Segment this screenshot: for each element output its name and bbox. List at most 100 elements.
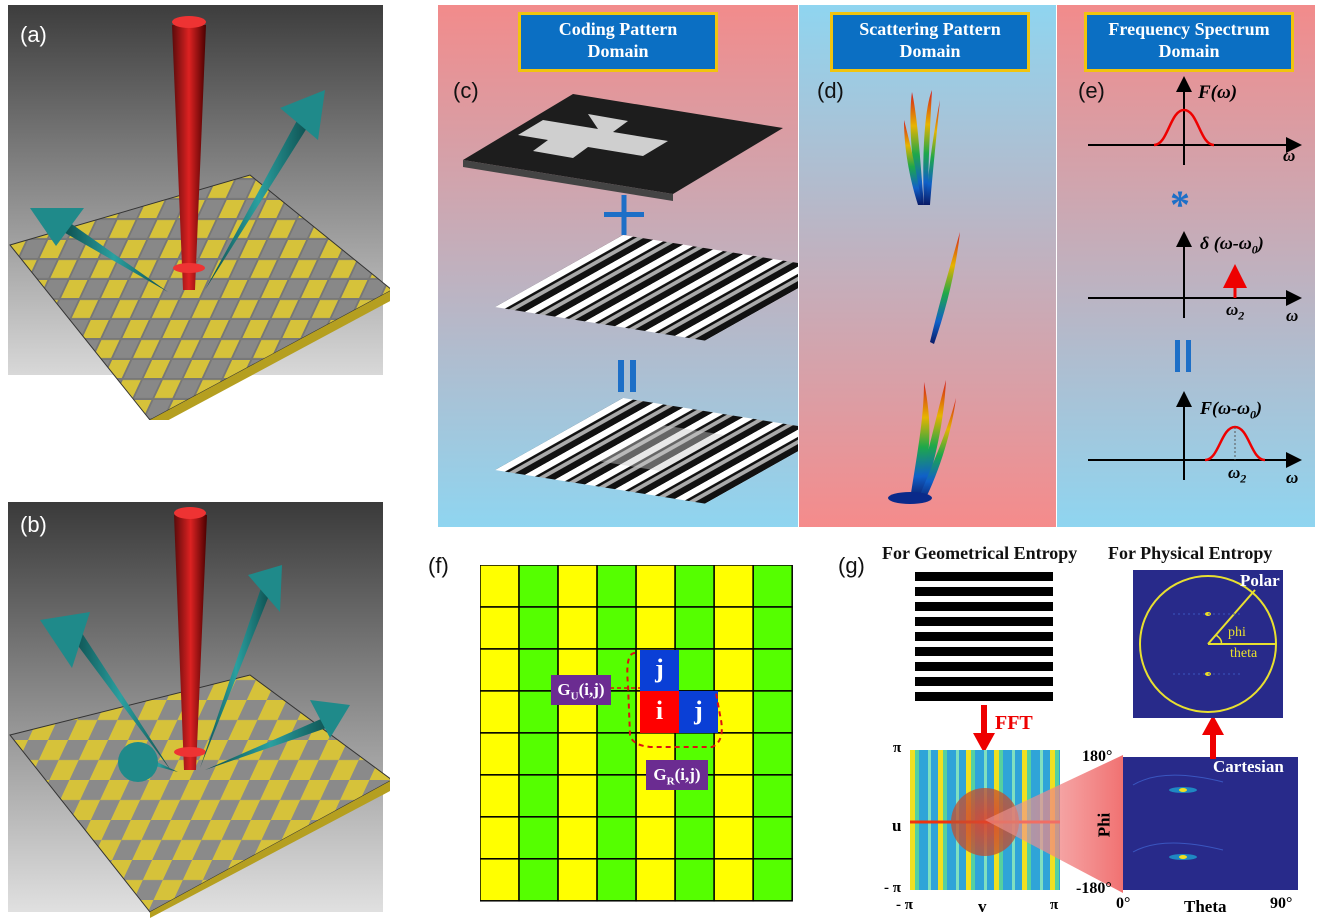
equals-bar-1 — [1175, 340, 1180, 372]
u-axis-label: u — [892, 816, 902, 835]
theta-axis-label: Theta — [1184, 897, 1227, 916]
beam-upper-left — [70, 630, 172, 772]
equals-bar-2 — [1186, 340, 1191, 372]
grid-cell — [518, 690, 559, 734]
beam-top — [172, 16, 206, 28]
grid-cell — [596, 858, 637, 902]
grid-cell — [674, 606, 715, 650]
phi-axis-bottom: -180° — [1076, 880, 1112, 897]
polar-label: Polar — [1240, 571, 1280, 590]
cell-i-label: i — [655, 696, 664, 725]
grid-cell — [713, 648, 754, 692]
arrow-head-lower-left — [118, 742, 158, 782]
grid-cell — [635, 606, 676, 650]
grid-cell — [518, 858, 559, 902]
reflected-beam-left — [60, 220, 168, 292]
stripe-bar — [915, 602, 1053, 611]
panel-b-metasurface-beam — [8, 502, 390, 918]
panel-label-g: (g) — [838, 553, 865, 578]
plot1-gaussian — [1153, 108, 1215, 147]
grid-cell — [752, 774, 793, 818]
u-top-pi: π — [893, 740, 902, 756]
stripe-coding-pattern — [915, 572, 1053, 701]
delta-label: δ (ω-ω0) — [1200, 233, 1264, 257]
equals-bar-1 — [618, 360, 624, 392]
phi-axis-label: Phi — [1094, 812, 1114, 838]
arrow-head-left — [30, 208, 84, 246]
stripe-bar — [915, 677, 1053, 686]
phi-axis-top: 180° — [1082, 748, 1113, 765]
grid-cell — [752, 816, 793, 860]
u-bottom-neg-pi: - π — [884, 880, 901, 896]
convolution-operator: * — [1170, 182, 1190, 227]
cell-j-right-label: j — [694, 696, 703, 725]
omega2-label-1: ω2 — [1226, 300, 1245, 323]
stripe-bar — [915, 647, 1053, 656]
arrow-head-right — [280, 90, 325, 140]
scattering-beam-3 — [888, 380, 956, 504]
reflected-beam-right — [205, 115, 312, 290]
stripe-bar — [915, 632, 1053, 641]
geometrical-entropy-title: For Geometrical Entropy — [882, 543, 1078, 563]
beam-base — [173, 263, 205, 273]
coding-grid — [480, 565, 793, 902]
cell-j-top-label: j — [655, 654, 664, 683]
scattering-patterns — [888, 90, 960, 504]
grid-cell — [752, 648, 793, 692]
spectrum-highlight-circle — [951, 788, 1019, 856]
f-shift-label: F(ω-ω0) — [1200, 398, 1263, 422]
omega-label-1: ω — [1283, 146, 1296, 165]
grid-cell — [518, 816, 559, 860]
panel-label-b: (b) — [20, 512, 47, 537]
grid-cell — [635, 816, 676, 860]
arrow-head-upper-right — [248, 565, 282, 612]
f-omega-label: F(ω) — [1198, 82, 1238, 103]
grid-cell — [635, 565, 676, 608]
cell-j-top — [640, 650, 679, 691]
v-left-neg-pi: - π — [896, 897, 913, 913]
cell-i — [640, 691, 679, 733]
omega-label-2: ω — [1286, 306, 1299, 325]
fft-arrow — [973, 705, 995, 753]
grid-cell — [635, 858, 676, 902]
stripe-bar — [915, 617, 1053, 626]
grid-cell — [596, 565, 637, 608]
grid-cell — [518, 732, 559, 776]
panel-label-a: (a) — [20, 22, 47, 47]
stripe-bar — [915, 587, 1053, 596]
grid-cell — [752, 565, 793, 608]
cell-j-right — [679, 691, 718, 733]
panel-label-c: (c) — [453, 78, 479, 103]
grid-cell — [713, 816, 754, 860]
panel-label-d: (d) — [817, 78, 844, 103]
incident-beam — [174, 515, 207, 770]
grid-cell — [596, 732, 637, 776]
panel-label-e: (e) — [1078, 78, 1105, 103]
metasurface-board — [9, 174, 390, 420]
up-arrow — [1202, 715, 1224, 759]
beam-upper-right — [200, 585, 272, 768]
grid-cell — [480, 606, 520, 650]
scattering-beam-1 — [904, 90, 940, 205]
grid-cell — [480, 774, 520, 818]
stripe-bar — [915, 662, 1053, 671]
arrow-head-upper-left — [40, 612, 90, 668]
board-edge — [150, 291, 390, 420]
fft-label: FFT — [995, 712, 1033, 734]
grid-cell — [518, 774, 559, 818]
theta-angle-label: theta — [1230, 646, 1258, 661]
polar-scattering-map — [1133, 570, 1283, 718]
neighborhood-outline — [626, 652, 723, 748]
coding-pattern-stack — [463, 94, 798, 504]
theta-axis-min: 0° — [1116, 895, 1131, 912]
grid-cell — [557, 774, 598, 818]
v-axis-label: v — [978, 897, 987, 916]
panel-a-metasurface-beam — [8, 5, 390, 420]
theta-axis-max: 90° — [1270, 895, 1293, 912]
frequency-domain-panel — [1057, 5, 1315, 527]
cartesian-label: Cartesian — [1213, 757, 1284, 776]
omega2-label-2: ω2 — [1228, 463, 1247, 486]
grid-cell — [518, 606, 559, 650]
